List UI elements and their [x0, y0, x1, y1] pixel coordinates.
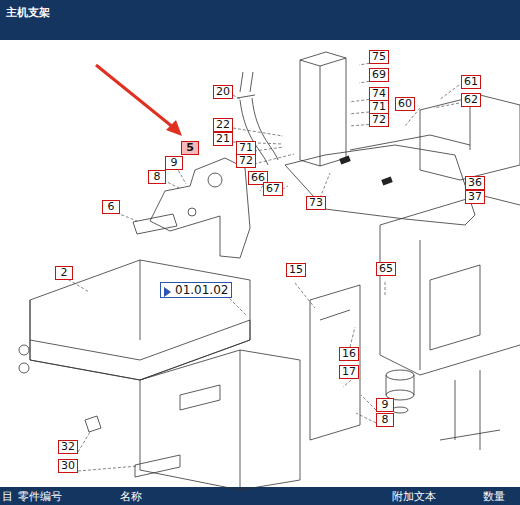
callout-number: 69	[372, 68, 386, 81]
callout-box: 5	[181, 141, 199, 155]
callout-box: 72	[236, 154, 256, 168]
callout-number: 72	[372, 113, 386, 126]
callout-number: 73	[309, 196, 323, 209]
callout-box: 21	[213, 132, 233, 146]
table-header-cell: 数量	[483, 489, 505, 504]
callout-box: 17	[339, 365, 359, 379]
callout-box: 6	[102, 200, 120, 214]
callout-box: 8	[376, 413, 394, 427]
callout-box: 62	[461, 93, 481, 107]
callout-number: 32	[61, 440, 75, 453]
callout-box: 71	[369, 100, 389, 114]
callout-number: 60	[398, 97, 412, 110]
callout-number: 21	[216, 132, 230, 145]
callout-box: 32	[58, 440, 78, 454]
callout-number: 62	[464, 93, 478, 106]
callout-number: 5	[186, 141, 194, 154]
callout-number: 75	[372, 50, 386, 63]
callout-number: 22	[216, 118, 230, 131]
callout-number: 74	[372, 87, 386, 100]
callout-number: 71	[239, 141, 253, 154]
callout-number: 6	[108, 200, 115, 213]
table-header-cell: 附加文本	[392, 489, 436, 504]
callout-box: 65	[376, 262, 396, 276]
callout-number: 20	[216, 85, 230, 98]
title-bar	[0, 0, 520, 40]
callout-number: 8	[154, 170, 161, 183]
callout-box: 22	[213, 118, 233, 132]
callout-box: 20	[213, 85, 233, 99]
callout-number: 17	[342, 365, 356, 378]
callout-box: 30	[58, 459, 78, 473]
callout-box: 75	[369, 50, 389, 64]
callout-box: 16	[339, 347, 359, 361]
callout-box: 15	[286, 263, 306, 277]
table-header-bar	[0, 487, 520, 505]
callout-number: 8	[382, 413, 389, 426]
callout-box: 9	[376, 398, 394, 412]
callout-number: 01.01.02	[175, 283, 228, 297]
callout-number: 9	[171, 156, 178, 169]
callout-number: 72	[239, 154, 253, 167]
callout-box: 72	[369, 113, 389, 127]
callout-box: 69	[369, 68, 389, 82]
callout-box: 73	[306, 196, 326, 210]
callout-number: 71	[372, 100, 386, 113]
callout-box: 67	[263, 182, 283, 196]
callout-number: 65	[379, 262, 393, 275]
callout-box: 2	[55, 266, 73, 280]
callout-number: 36	[468, 176, 482, 189]
callout-number: 30	[61, 459, 75, 472]
callout-box: 61	[461, 75, 481, 89]
callout-number: 16	[342, 347, 356, 360]
table-header-cell: 名称	[120, 489, 142, 504]
callout-box: 60	[395, 97, 415, 111]
link-arrow-icon	[164, 287, 171, 297]
page-title: 主机支架	[6, 5, 50, 20]
callout-number: 67	[266, 182, 280, 195]
table-header-cell: 零件编号	[18, 489, 62, 504]
callout-box: 71	[236, 141, 256, 155]
callout-box: 01.01.02	[160, 282, 232, 298]
callout-number: 15	[289, 263, 303, 276]
callout-box: 74	[369, 87, 389, 101]
callout-box: 36	[465, 176, 485, 190]
callout-number: 9	[382, 398, 389, 411]
callout-box: 9	[165, 156, 183, 170]
table-header-cell: 目	[2, 489, 13, 504]
callout-number: 61	[464, 75, 478, 88]
callout-number: 37	[468, 190, 482, 203]
callout-box: 37	[465, 190, 485, 204]
callout-number: 2	[61, 266, 68, 279]
callout-box: 8	[148, 170, 166, 184]
